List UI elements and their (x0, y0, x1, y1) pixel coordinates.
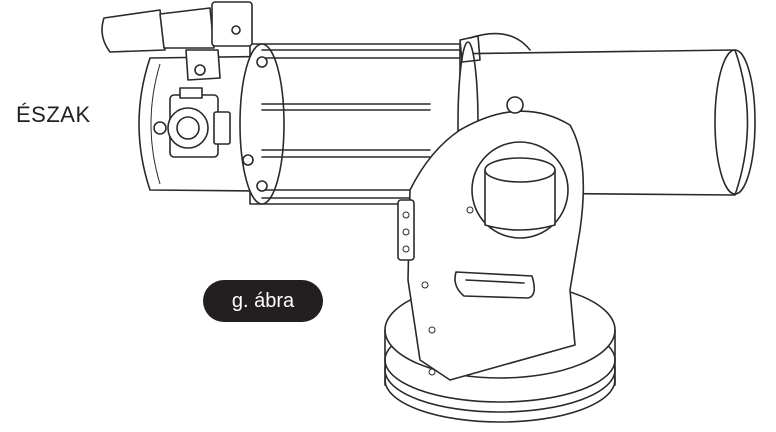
north-label: ÉSZAK (16, 102, 91, 127)
figure-label: g. ábra (231, 289, 295, 312)
rocker-arm (397, 96, 585, 381)
figure-badge: g. ábra (203, 280, 323, 322)
focuser (153, 87, 231, 158)
finder-scope (101, 1, 253, 81)
